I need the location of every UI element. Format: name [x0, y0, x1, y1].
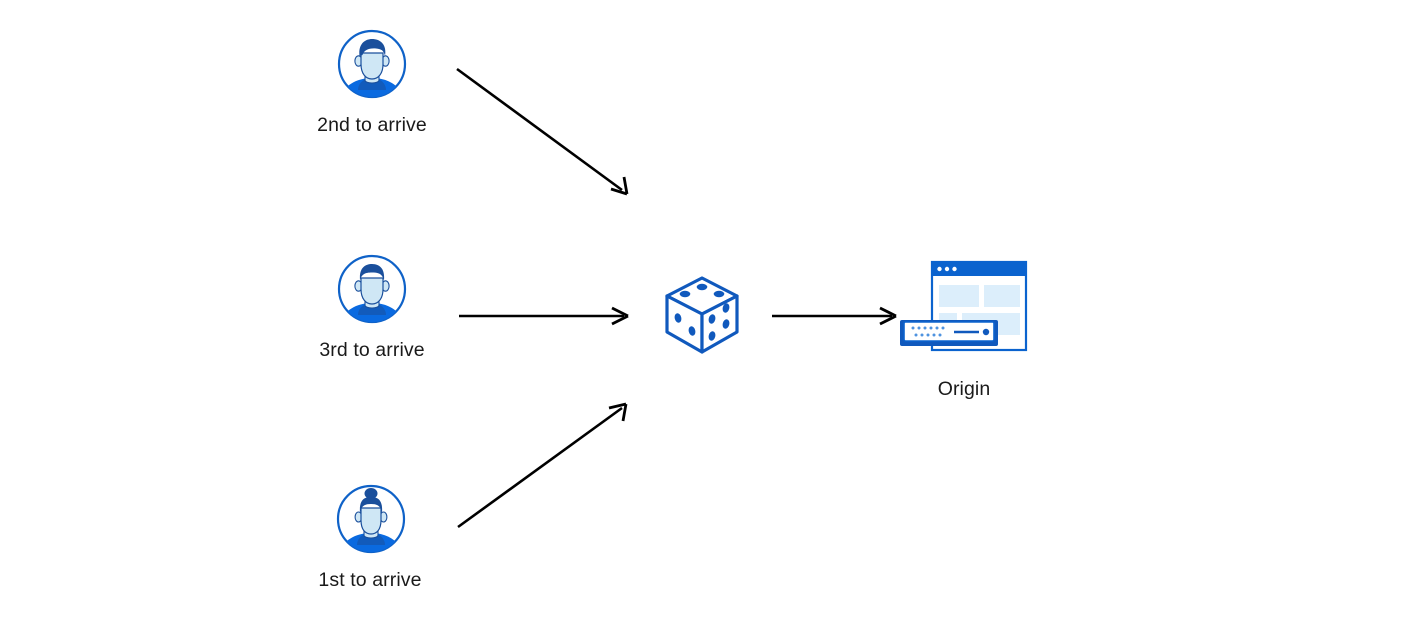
arrow-2nd-to-dice: [456, 67, 629, 196]
node-label-client-2nd: 2nd to arrive: [317, 114, 427, 136]
node-label-client-1st: 1st to arrive: [318, 569, 422, 591]
node-label-client-3rd: 3rd to arrive: [319, 339, 425, 361]
dice-icon: [665, 276, 739, 354]
node-label-origin: Origin: [937, 378, 991, 400]
origin-server-icon: [900, 260, 1028, 352]
arrow-3rd-to-dice: [459, 306, 629, 326]
router-appliance: [900, 320, 998, 346]
user-avatar-icon: [336, 484, 406, 554]
arrow-dice-to-origin: [772, 306, 897, 326]
user-avatar-icon: [337, 254, 407, 324]
user-avatar-icon: [337, 29, 407, 99]
arrow-1st-to-dice: [457, 402, 628, 529]
